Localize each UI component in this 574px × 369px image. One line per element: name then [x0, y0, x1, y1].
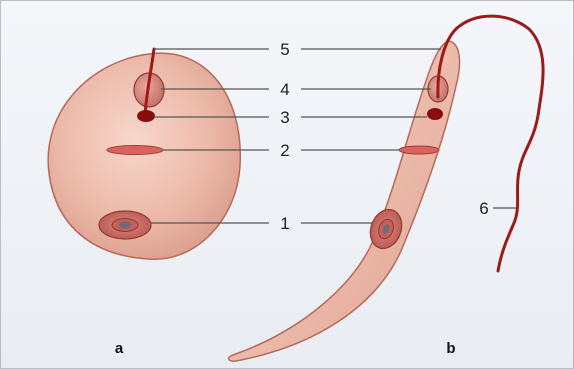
cell-a-rod-organelle	[107, 146, 163, 155]
cell-b	[229, 16, 543, 361]
cell-b-basal-body	[427, 108, 443, 120]
label-3: 3	[280, 108, 289, 127]
label-6: 6	[479, 199, 488, 218]
cell-a-basal-body	[137, 110, 155, 122]
panel-label-b: b	[446, 340, 455, 357]
cell-a	[48, 49, 240, 259]
label-5: 5	[280, 40, 289, 59]
label-4: 4	[280, 80, 289, 99]
panel-label-a: a	[115, 340, 124, 357]
cell-b-rod-organelle	[399, 146, 439, 154]
label-2: 2	[280, 141, 289, 160]
label-1: 1	[280, 214, 289, 233]
